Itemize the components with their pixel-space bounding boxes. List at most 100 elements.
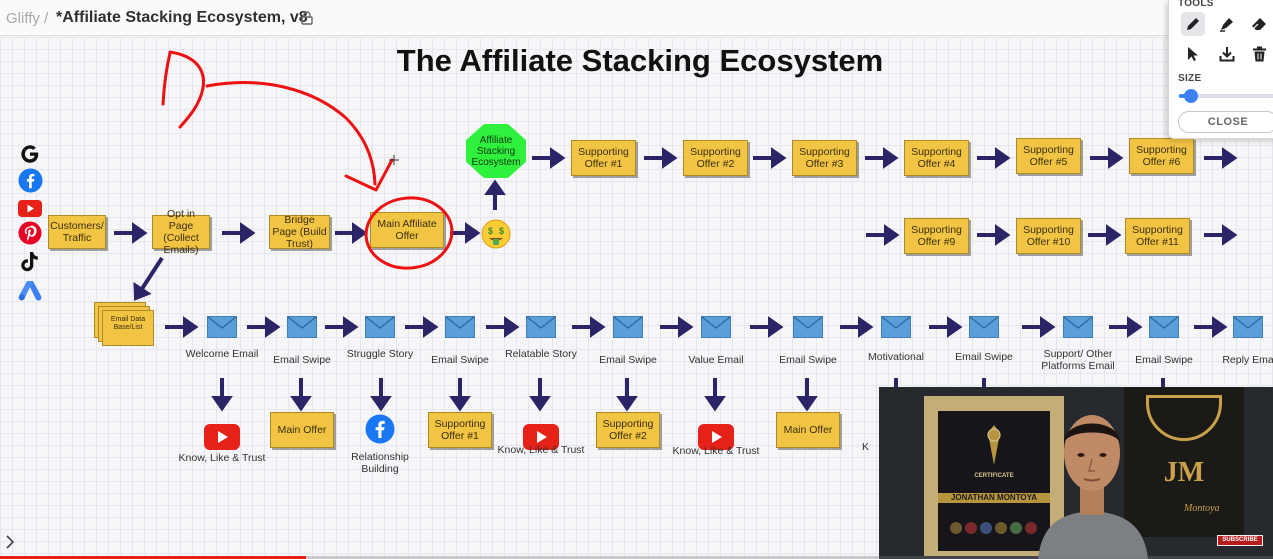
youtube-icon [698,424,734,450]
flow-arrow [929,316,963,338]
envelope-icon[interactable] [1149,316,1179,338]
money-face-icon: $ $ [481,219,511,249]
email-result-offer-box[interactable]: Main Offer [270,412,334,448]
envelope-icon[interactable] [207,316,237,338]
pencil-icon[interactable] [1181,12,1205,36]
email-label: Email Swipe [955,351,1013,363]
optin-to-list-arrow [133,256,164,301]
email-label: Support/ Other Platforms Email [1041,348,1115,372]
supporting-offer-4-box[interactable]: Supporting Offer #4 [904,140,969,176]
google-icon [17,142,43,166]
envelope-icon[interactable] [365,316,395,338]
lock-icon[interactable] [301,11,313,25]
facebook-icon [17,167,43,193]
webcam-overlay: CERTIFICATE JONATHAN MONTOYA JM Montoya … [879,387,1273,559]
email-database-stack[interactable]: Email Data Base/List [94,302,154,346]
email-down-arrow [290,378,312,412]
envelope-icon[interactable] [793,316,823,338]
flow-arrow [247,316,281,338]
flow-arrow [222,222,256,244]
supporting-offer-11-box[interactable]: Supporting Offer #11 [1125,218,1190,254]
annotation-stroke-arrowhead [344,158,394,192]
size-label: SIZE [1178,73,1202,84]
youtube-icon [17,196,43,220]
subscribe-badge[interactable]: SUBSCRIBE [1217,535,1263,546]
video-progress-bar[interactable] [0,556,1273,559]
email-label: Motivational [867,351,925,363]
tiktok-icon [17,250,43,274]
main-affiliate-offer-box[interactable]: Main Affiliate Offer [370,212,444,248]
size-slider-handle[interactable] [1184,89,1198,103]
trash-icon[interactable] [1247,42,1271,66]
flow-arrow [1090,147,1124,169]
facebook-icon [365,414,395,444]
marker-icon[interactable] [1215,12,1239,36]
email-result-offer-box[interactable]: Supporting Offer #1 [428,412,492,448]
email-down-arrow [616,378,638,412]
youtube-icon [523,424,559,450]
bridge-page-box[interactable]: Bridge Page (Build Trust) [269,214,330,250]
envelope-icon[interactable] [613,316,643,338]
flow-arrow [335,222,368,244]
supporting-offer-10-box[interactable]: Supporting Offer #10 [1016,218,1081,254]
document-title[interactable]: *Affiliate Stacking Ecosystem, v8 [56,9,308,26]
email-result-caption: Know, Like & Trust [497,444,585,456]
certificate-title: CERTIFICATE [974,473,1014,479]
lion-poster: JM Montoya [1124,387,1244,537]
certificate: CERTIFICATE JONATHAN MONTOYA [938,411,1050,551]
diagram-title: The Affiliate Stacking Ecosystem [396,43,884,78]
envelope-icon[interactable] [1063,316,1093,338]
flow-arrow [644,147,678,169]
email-down-arrow [704,378,726,412]
flow-arrow [405,316,439,338]
poster-signature: Montoya [1184,503,1220,514]
drawing-canvas[interactable] [0,37,1273,559]
eraser-icon[interactable] [1247,12,1271,36]
flow-arrow [977,224,1011,246]
supporting-offer-3-box[interactable]: Supporting Offer #3 [792,140,857,176]
annotation-circle [364,196,454,270]
chevron-right-icon [6,535,15,549]
supporting-offer-6-box[interactable]: Supporting Offer #6 [1129,138,1194,174]
breadcrumb[interactable]: Gliffy / [6,10,48,27]
email-result-offer-box[interactable]: Main Offer [776,412,840,448]
envelope-icon[interactable] [969,316,999,338]
email-label: Email Swipe [779,354,837,366]
supporting-offer-2-box[interactable]: Supporting Offer #2 [683,140,748,176]
brand-link[interactable]: Gliffy [6,10,40,27]
download-icon[interactable] [1215,42,1239,66]
supporting-offer-1-box[interactable]: Supporting Offer #1 [571,140,636,176]
supporting-offer-5-box[interactable]: Supporting Offer #5 [1016,138,1081,174]
envelope-icon[interactable] [881,316,911,338]
svg-text:$: $ [499,226,504,236]
email-result-offer-box[interactable]: Supporting Offer #2 [596,412,660,448]
sidebar-expand-button[interactable] [0,527,20,557]
email-result-caption: Know, Like & Trust [672,445,760,457]
email-result-caption: Know, Like & Trust [178,452,266,464]
pointer-icon[interactable] [1181,42,1205,66]
flow-arrow [977,147,1011,169]
close-button[interactable]: CLOSE [1178,111,1273,133]
optin-page-box[interactable]: Opt in Page (Collect Emails) [152,208,210,256]
flow-arrow [660,316,694,338]
email-down-arrow [529,378,551,412]
envelope-icon[interactable] [445,316,475,338]
email-label: Email Swipe [273,354,331,366]
supporting-offer-9-box[interactable]: Supporting Offer #9 [904,218,969,254]
customers-traffic-box[interactable]: Customers/ Traffic [48,215,106,249]
flow-arrow [1088,224,1122,246]
envelope-icon[interactable] [287,316,317,338]
envelope-icon[interactable] [1233,316,1263,338]
flow-arrow [114,222,148,244]
email-label: Value Email [688,354,744,366]
size-slider-track[interactable] [1179,94,1273,98]
email-label: Email Swipe [599,354,657,366]
annotation-stroke-arrow [205,81,377,186]
flow-arrow [866,224,900,246]
email-label: Email Swipe [1135,354,1193,366]
envelope-icon[interactable] [526,316,556,338]
google-ads-icon [17,278,43,302]
envelope-icon[interactable] [701,316,731,338]
flow-arrow [165,316,199,338]
ecosystem-octagon[interactable]: Affiliate Stacking Ecosystem [466,124,526,178]
